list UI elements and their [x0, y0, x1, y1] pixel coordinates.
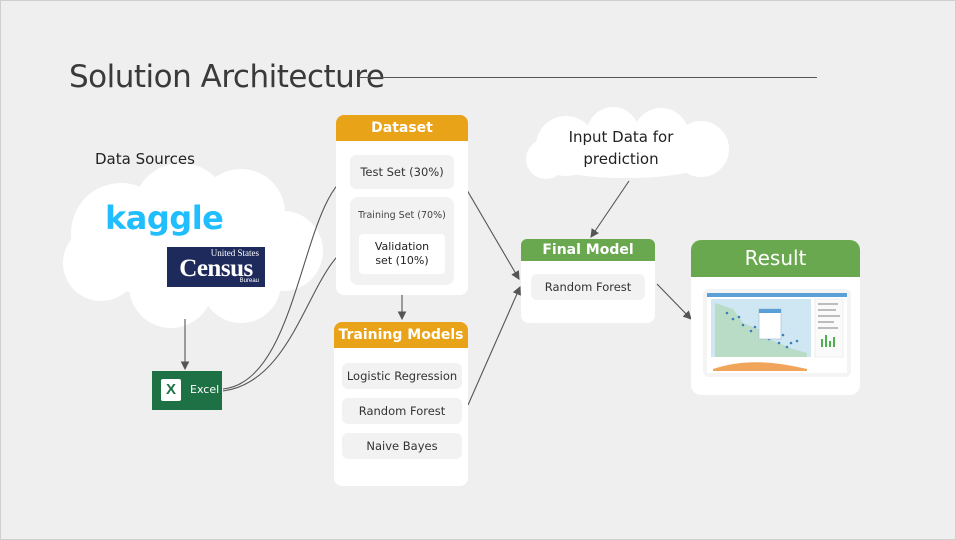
- excel-icon-letter: X: [165, 381, 176, 398]
- model-random-forest: Random Forest: [342, 398, 462, 424]
- input-data-label: Input Data for prediction: [568, 128, 674, 168]
- training-models-header: Training Models: [334, 322, 468, 348]
- validation-set-label: Validation set (10%): [374, 240, 430, 267]
- arrow-models-final: [467, 285, 521, 406]
- training-set-label: Training Set (70%): [358, 210, 446, 221]
- page-title: Solution Architecture: [69, 59, 385, 95]
- excel-icon: X: [161, 379, 181, 401]
- excel-label: Excel: [190, 383, 220, 396]
- model-naive-bayes: Naive Bayes: [342, 433, 462, 459]
- arrow-input-final: [590, 180, 630, 238]
- census-logo-top: United States: [210, 248, 259, 258]
- model-logistic-regression: Logistic Regression: [342, 363, 462, 389]
- test-set-chip: Test Set (30%): [350, 155, 454, 189]
- dataset-header: Dataset: [336, 115, 468, 141]
- census-logo: United States Census Bureau: [167, 247, 265, 287]
- title-rule: [359, 77, 817, 78]
- census-logo-main: Census: [179, 255, 253, 282]
- final-model-chip: Random Forest: [531, 274, 645, 300]
- dashboard-image: [707, 293, 847, 373]
- final-model-header: Final Model: [521, 239, 655, 261]
- result-dashboard-thumbnail: [703, 289, 851, 377]
- census-logo-sub: Bureau: [239, 278, 259, 284]
- arrow-final-result: [656, 283, 692, 320]
- kaggle-logo: kaggle: [105, 199, 224, 237]
- data-sources-label: Data Sources: [95, 150, 195, 168]
- input-data-cloud: [526, 107, 729, 179]
- result-header: Result: [691, 240, 860, 277]
- data-sources-cloud: [63, 163, 323, 328]
- validation-set-box: Validation set (10%): [359, 234, 445, 274]
- excel-logo: X Excel: [152, 371, 222, 410]
- arrow-excel-testset: [222, 171, 355, 390]
